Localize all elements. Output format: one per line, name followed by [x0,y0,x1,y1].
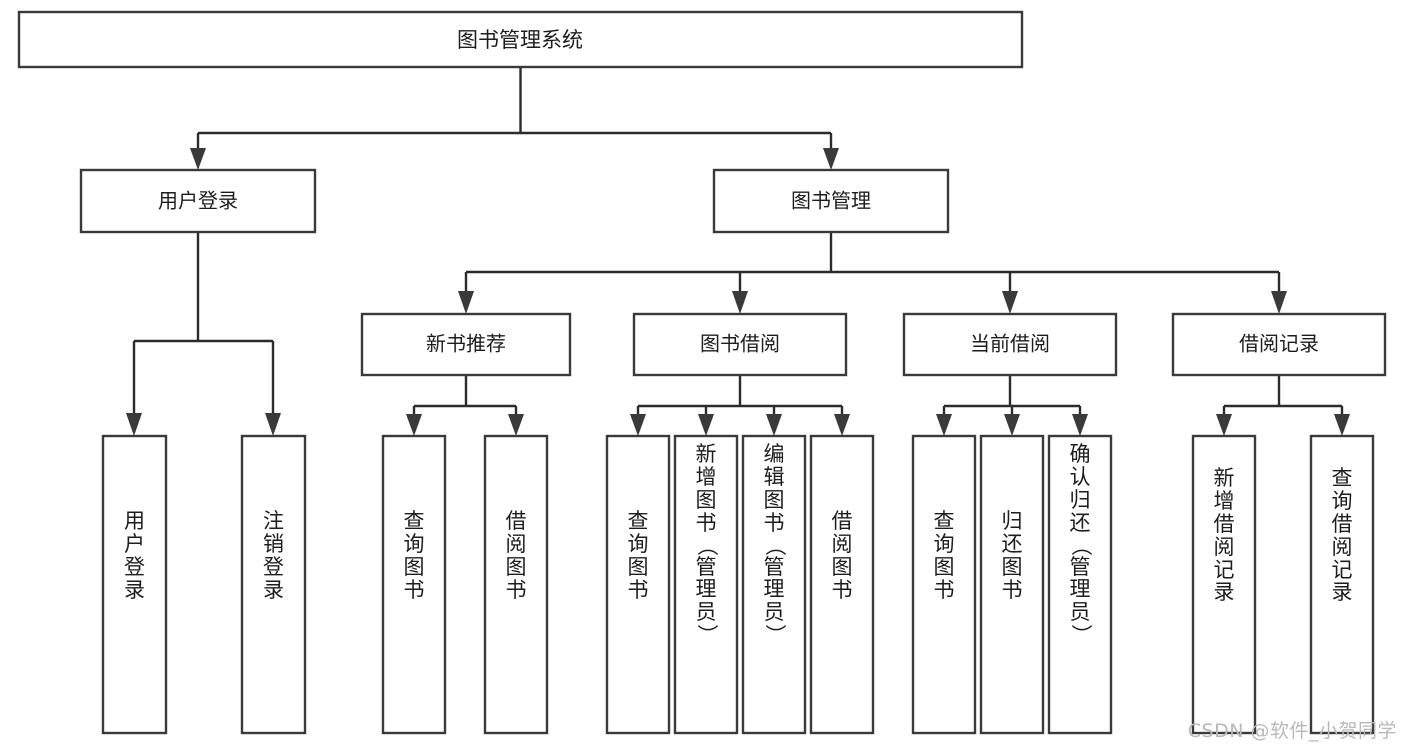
node-new-book-recommend[interactable]: 新书推荐 [360,312,572,377]
node-book-borrow[interactable]: 图书借阅 [632,312,848,377]
connector-book-management-to-level3 [458,232,1287,314]
leaf-boxes-current-borrow [911,434,1113,735]
connector-root-to-level2 [190,67,839,170]
connector-current-borrow-to-leaves [936,375,1088,436]
node-book-borrow-label: 图书借阅 [700,332,780,356]
leaf-boxes-new-book-recommend [381,434,549,735]
connector-user-login-to-leaves [126,232,281,436]
leaf-box-query-record[interactable] [1309,434,1375,735]
leaf-box-query-book-3[interactable] [911,434,977,735]
node-borrow-record[interactable]: 借阅记录 [1171,312,1387,377]
connector-new-book-recommend-to-leaves [406,375,524,436]
leaf-box-return-book[interactable] [979,434,1045,735]
leaf-box-logout-login[interactable] [240,434,307,735]
leaf-box-edit-book[interactable] [741,434,807,735]
leaf-box-add-book[interactable] [673,434,739,735]
leaf-boxes-book-borrow [605,434,875,735]
leaf-box-borrow-book-1[interactable] [483,434,549,735]
node-current-borrow-label: 当前借阅 [970,332,1050,356]
leaf-boxes-borrow-record [1191,434,1375,735]
node-root-label: 图书管理系统 [457,28,583,52]
node-borrow-record-label: 借阅记录 [1239,332,1319,356]
node-user-login-label: 用户登录 [158,189,238,213]
node-new-book-recommend-label: 新书推荐 [426,332,506,356]
node-root[interactable]: 图书管理系统 [17,10,1024,69]
leaf-box-user-login[interactable] [101,434,168,735]
leaf-box-confirm-return[interactable] [1047,434,1113,735]
leaf-boxes-user-login [101,434,307,735]
node-book-management-label: 图书管理 [791,189,871,213]
node-current-borrow[interactable]: 当前借阅 [902,312,1118,377]
node-book-management[interactable]: 图书管理 [712,168,950,234]
leaf-box-add-record[interactable] [1191,434,1257,735]
connector-borrow-record-to-leaves [1216,375,1350,436]
connector-book-borrow-to-leaves [630,375,850,436]
leaf-box-query-book-2[interactable] [605,434,671,735]
leaf-box-query-book-1[interactable] [381,434,447,735]
node-user-login[interactable]: 用户登录 [79,168,317,234]
leaf-box-borrow-book-2[interactable] [809,434,875,735]
